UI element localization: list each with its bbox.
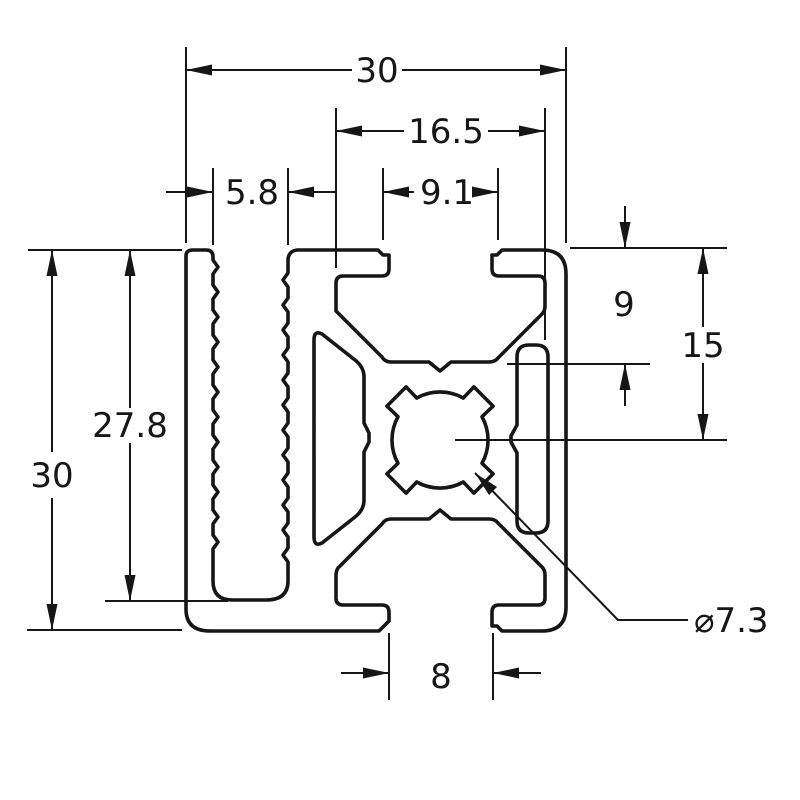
arrowhead [363,667,389,679]
arrowhead [697,414,709,440]
arrowhead [475,473,497,495]
arrowhead [619,222,631,248]
dim-face-to-slot-floor: 9 [507,206,727,406]
dim-label-slot-cavity-width: 16.5 [408,112,484,152]
dim-bottom-slot-opening: 8 [341,633,541,700]
dim-label-face-to-center: 15 [681,326,724,366]
dim-face-to-center: 15 [455,248,727,441]
arrowhead [46,250,58,276]
dim-grip-channel-width: 5.8 [166,168,336,245]
arrowhead [519,125,545,137]
arrowhead [186,64,212,76]
dim-top-slot-opening: 9.1 [382,168,499,240]
arrowhead [540,64,566,76]
extension-lines [382,168,499,240]
leader-line [474,472,688,621]
arrowhead [493,667,519,679]
dim-label-grip-channel-width: 5.8 [225,173,279,213]
dim-overall-height: 30 [27,249,182,631]
dim-label-grip-channel-depth: 27.8 [92,406,168,446]
arrowhead [383,186,409,198]
extension-lines [341,633,541,700]
extension-lines [335,108,546,340]
dim-grip-channel-depth: 27.8 [92,250,228,602]
extension-lines [27,249,182,631]
extension-lines [507,206,727,406]
arrowhead [288,186,314,198]
dim-label-face-to-slot-floor: 9 [613,285,635,325]
extrusion-profile [184,248,568,633]
center-bore [385,385,495,495]
dim-label-center-bore-diameter: ⌀7.3 [694,601,769,641]
extension-lines [185,47,567,243]
arrowhead [697,248,709,274]
arrowhead [124,575,136,601]
dim-label-bottom-slot-opening: 8 [430,657,452,697]
arrowhead [46,604,58,630]
dim-overall-width: 30 [185,47,567,243]
arrowhead [336,125,362,137]
profile-outline [184,248,568,633]
dim-center-bore-diameter: ⌀7.3 [474,472,769,641]
right-internal-cavity [509,343,550,535]
dim-slot-cavity-width: 16.5 [335,108,546,340]
arrowhead [472,186,498,198]
arrowhead [124,250,136,276]
dim-label-overall-width: 30 [355,51,398,91]
arrowhead [187,186,213,198]
left-internal-cavity [312,331,371,546]
dim-label-top-slot-opening: 9.1 [420,173,474,213]
dim-label-overall-height: 30 [30,456,73,496]
extension-lines [166,168,336,245]
extension-lines [105,250,228,602]
arrowhead [619,364,631,390]
